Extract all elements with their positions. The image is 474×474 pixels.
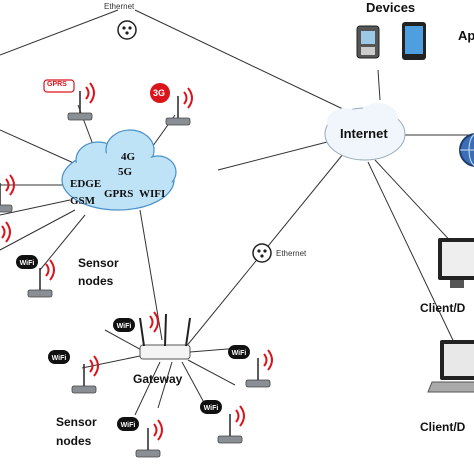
ethernet-jack-icon <box>117 20 137 40</box>
client-label-1: Client/D <box>420 301 466 315</box>
laptop-icon <box>427 340 474 393</box>
smartphone-icon <box>356 25 380 59</box>
antenna-node-icon <box>72 356 98 393</box>
cloud-label-4g: 4G <box>121 151 136 163</box>
gateway-label: Gateway <box>133 372 183 386</box>
antenna-node-icon <box>218 406 244 443</box>
antenna-node-icon <box>246 350 272 387</box>
tablet-icon <box>402 22 426 60</box>
cloud-label-gsm: GSM <box>70 195 96 207</box>
sensor-node-group-1 <box>16 255 54 297</box>
wireless-cloud-icon <box>61 129 177 211</box>
wifi-badge-icon <box>200 400 222 414</box>
internet-cloud-icon <box>324 103 406 161</box>
wifi-badge-icon <box>16 255 38 269</box>
router-icon <box>139 313 191 360</box>
client-label-2: Client/D <box>420 420 466 434</box>
3g-badge: 3G <box>153 88 166 98</box>
cloud-label-edge: EDGE <box>70 178 102 190</box>
sensor-nodes-label-1a: Sensor <box>78 256 119 270</box>
wifi-badge-icon <box>228 345 250 359</box>
sensor-nodes-label-2b: nodes <box>56 434 92 448</box>
antenna-node-icon <box>0 175 14 212</box>
wifi-badge-icon <box>48 350 70 364</box>
sensor-nodes-label-2a: Sensor <box>56 415 97 429</box>
cloud-label-5g: 5G <box>118 166 133 178</box>
devices-label: Devices <box>366 0 416 15</box>
ethernet-jack-icon <box>252 243 272 263</box>
internet-label: Internet <box>340 126 388 141</box>
apps-label-partial: Ap <box>458 28 474 43</box>
cloud-label-wifi: WIFI <box>139 188 166 200</box>
sensor-nodes-label-1b: nodes <box>78 274 114 288</box>
globe-icon <box>459 133 474 167</box>
wifi-badge-icon <box>117 417 139 431</box>
antenna-node-icon <box>136 420 162 457</box>
gprs-node <box>43 79 94 120</box>
gprs-badge: GPRS <box>47 81 67 88</box>
ethernet-label-top: Ethernet <box>104 2 135 11</box>
cloud-label-gprs: GPRS <box>104 188 134 200</box>
3g-node <box>150 83 192 125</box>
monitor-icon <box>438 238 474 288</box>
ethernet-label-mid: Ethernet <box>276 249 307 258</box>
wifi-badge-icon <box>113 318 135 332</box>
